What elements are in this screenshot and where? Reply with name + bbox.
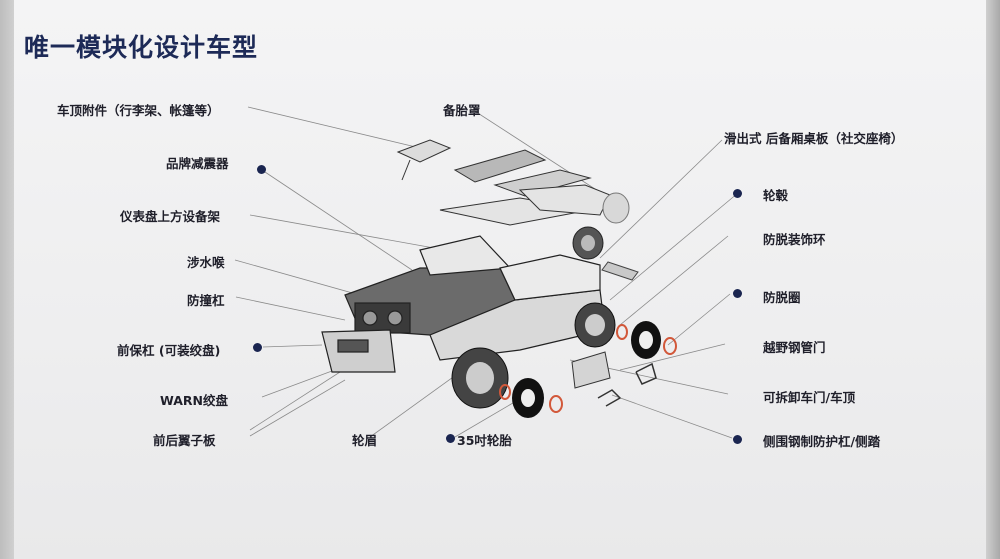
label-removable-doors: 可拆卸车门/车顶 xyxy=(763,390,856,405)
hard-top-part xyxy=(439,184,611,226)
page-title: 唯一模块化设计车型 xyxy=(24,33,259,62)
screen-edge-right xyxy=(986,0,1000,559)
callout-dot xyxy=(733,289,742,298)
spare-tire-part xyxy=(572,226,604,260)
label-slide-out-table: 滑出式 后备厢桌板（社交座椅） xyxy=(724,131,904,146)
spare-tire-cover-part xyxy=(602,192,630,224)
tube-door-part xyxy=(635,362,657,385)
label-warn-winch: WARN绞盘 xyxy=(160,393,228,408)
removable-door-part xyxy=(571,351,611,389)
roof-tent-part xyxy=(396,139,452,181)
label-front-bumper: 前保杠 (可装绞盘) xyxy=(117,343,221,358)
label-tube-door: 越野钢管门 xyxy=(763,340,826,355)
callout-dot xyxy=(733,189,742,198)
vehicle-body xyxy=(321,235,606,373)
label-wheel-hub: 轮毂 xyxy=(763,188,789,203)
label-dash-rack: 仪表盘上方设备架 xyxy=(120,209,221,224)
rock-slider-part xyxy=(597,389,622,407)
callout-dot xyxy=(253,343,262,352)
exploded-tire-rear xyxy=(616,321,677,359)
callout-dot xyxy=(733,435,742,444)
front-wheel xyxy=(451,347,509,409)
slide-out-table-part xyxy=(601,261,639,281)
label-brand-shocks: 品牌减震器 xyxy=(166,156,229,171)
label-snorkel: 涉水喉 xyxy=(187,255,225,270)
rear-wheel xyxy=(574,302,616,348)
label-roof-accessories: 车顶附件（行李架、帐篷等） xyxy=(57,103,220,118)
label-spare-tire-cover: 备胎罩 xyxy=(443,103,481,118)
roof-rack-part xyxy=(453,149,592,197)
label-fender-flare: 轮眉 xyxy=(352,433,378,448)
label-fenders: 前后翼子板 xyxy=(153,433,216,448)
label-bull-bar: 防撞杠 xyxy=(187,293,225,308)
callout-dot xyxy=(257,165,266,174)
label-bead-lock-ring: 防脱装饰环 xyxy=(763,232,826,247)
label-rock-sliders: 侧围钢制防护杠/侧踏 xyxy=(763,434,881,449)
leader-lines xyxy=(234,106,739,439)
label-bead-lock: 防脱圈 xyxy=(763,290,801,305)
screen-edge-left xyxy=(0,0,14,559)
exploded-tire-35 xyxy=(499,378,563,418)
callout-dot xyxy=(446,434,455,443)
label-tire-35: 35吋轮胎 xyxy=(457,433,512,448)
